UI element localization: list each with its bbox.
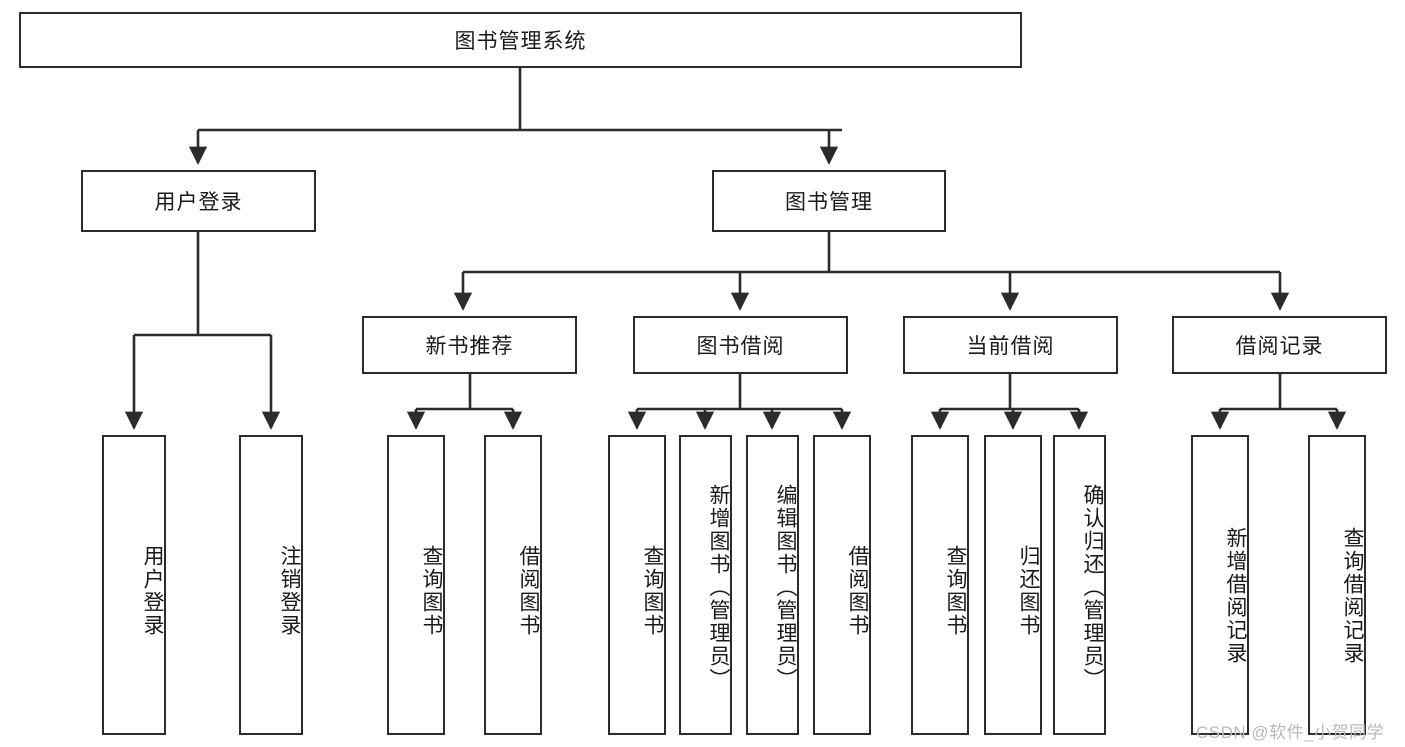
node-leaf-edit-book-label: 编辑图书（管理员）	[774, 483, 797, 691]
node-leaf-query-book-cur[interactable]: 查询图书	[911, 435, 969, 735]
node-root-label: 图书管理系统	[454, 30, 587, 53]
node-leaf-add-record[interactable]: 新增借阅记录	[1191, 435, 1249, 735]
node-borrow-record[interactable]: 借阅记录	[1172, 316, 1387, 374]
node-leaf-add-book[interactable]: 新增图书（管理员）	[679, 435, 732, 735]
node-leaf-borrow-book-label: 借阅图书	[846, 545, 869, 637]
node-user-login-label: 用户登录	[154, 191, 243, 214]
node-current-borrow-label: 当前借阅	[966, 335, 1055, 358]
node-borrow-record-label: 借阅记录	[1235, 335, 1324, 358]
node-leaf-confirm-return[interactable]: 确认归还（管理员）	[1053, 435, 1106, 735]
node-leaf-user-login-label: 用户登录	[141, 545, 164, 637]
node-leaf-query-record[interactable]: 查询借阅记录	[1308, 435, 1366, 735]
node-book-manage[interactable]: 图书管理	[712, 170, 946, 232]
node-leaf-edit-book[interactable]: 编辑图书（管理员）	[746, 435, 799, 735]
node-root[interactable]: 图书管理系统	[19, 12, 1022, 68]
node-leaf-borrow-book-rec[interactable]: 借阅图书	[484, 435, 542, 735]
node-leaf-query-book-cur-label: 查询图书	[944, 545, 967, 637]
node-leaf-add-book-label: 新增图书（管理员）	[707, 483, 730, 691]
node-leaf-logout[interactable]: 注销登录	[239, 435, 303, 735]
node-leaf-query-book-rec-label: 查询图书	[420, 545, 443, 637]
node-leaf-query-book-borrow-label: 查询图书	[641, 545, 664, 637]
node-leaf-query-book-borrow[interactable]: 查询图书	[608, 435, 666, 735]
node-leaf-add-record-label: 新增借阅记录	[1224, 527, 1247, 665]
node-leaf-borrow-book-rec-label: 借阅图书	[517, 545, 540, 637]
node-leaf-user-login[interactable]: 用户登录	[102, 435, 166, 735]
node-new-book-rec[interactable]: 新书推荐	[362, 316, 577, 374]
csdn-watermark: CSDN @软件_小贺同学	[1196, 723, 1385, 742]
node-leaf-query-book-rec[interactable]: 查询图书	[387, 435, 445, 735]
node-book-borrow[interactable]: 图书借阅	[633, 316, 848, 374]
node-user-login[interactable]: 用户登录	[81, 170, 316, 232]
node-book-borrow-label: 图书借阅	[696, 335, 785, 358]
node-leaf-logout-label: 注销登录	[278, 545, 301, 637]
node-leaf-return-book-label: 归还图书	[1017, 545, 1040, 637]
node-leaf-confirm-return-label: 确认归还（管理员）	[1081, 483, 1104, 691]
node-new-book-rec-label: 新书推荐	[425, 335, 514, 358]
node-leaf-query-record-label: 查询借阅记录	[1341, 527, 1364, 665]
node-leaf-borrow-book[interactable]: 借阅图书	[813, 435, 871, 735]
node-book-manage-label: 图书管理	[785, 191, 873, 214]
node-current-borrow[interactable]: 当前借阅	[903, 316, 1118, 374]
node-leaf-return-book[interactable]: 归还图书	[984, 435, 1042, 735]
